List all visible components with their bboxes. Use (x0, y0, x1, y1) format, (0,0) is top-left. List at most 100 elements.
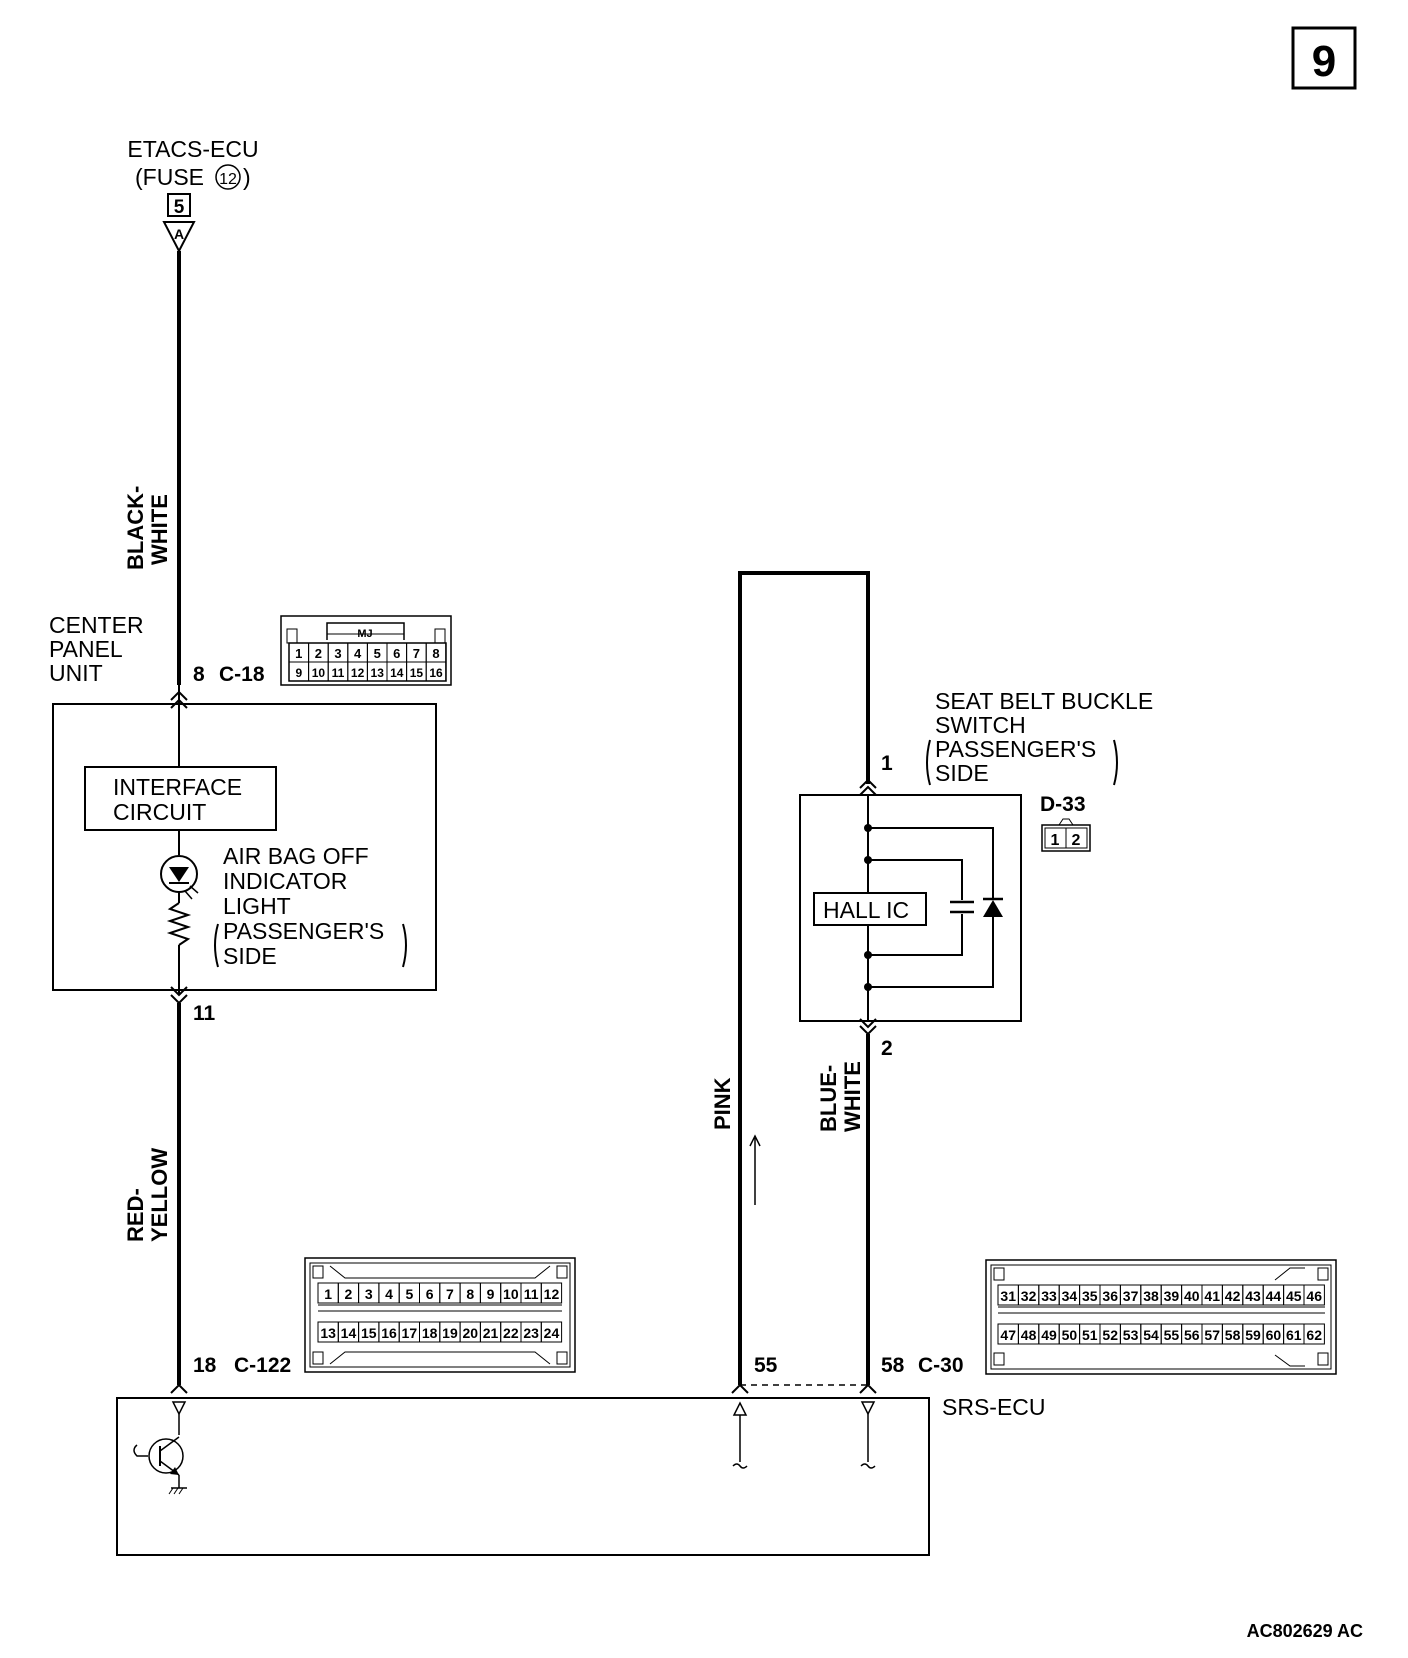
wire-label-red-yellow-2: YELLOW (147, 1148, 172, 1242)
lamp-label-1: AIR BAG OFF (223, 843, 369, 869)
c18-row1-pin-label: 7 (413, 646, 420, 661)
c30-row1-cell (1303, 1284, 1325, 1306)
c18-row2-pin-label: 10 (312, 666, 326, 680)
c122-row1-pin-label: 2 (345, 1286, 353, 1302)
page-number-box (1291, 26, 1357, 90)
c30-row1-pin-label: 41 (1204, 1288, 1220, 1304)
center-panel-label-3: UNIT (49, 660, 103, 686)
c30-row2-pin-label: 47 (1000, 1327, 1016, 1343)
wire-pink (738, 571, 870, 1385)
c30-row2-pin-label: 56 (1184, 1327, 1200, 1343)
wire-label-blue-white-2: WHITE (840, 1061, 865, 1132)
c122-row2-pin-label: 20 (462, 1325, 478, 1341)
c30-row1-pin-label: 36 (1102, 1288, 1118, 1304)
c30-row1-pin-label: 43 (1245, 1288, 1261, 1304)
c30-row2-pin-label: 53 (1123, 1327, 1139, 1343)
c122-row2-pin-label: 16 (381, 1325, 397, 1341)
terminal-d33-1b-icon (859, 785, 877, 796)
c122-row2-pin-label: 15 (361, 1325, 377, 1341)
c30-row2-pin-label: 48 (1021, 1327, 1037, 1343)
resistor-icon (166, 902, 192, 946)
srs-ecu-box (116, 1397, 930, 1556)
c122-row1-pin-label: 9 (487, 1286, 495, 1302)
terminal-c18-11-icon (170, 986, 188, 997)
switch-pin-1: 1 (881, 752, 893, 775)
c30-row2-pin-label: 62 (1306, 1327, 1322, 1343)
c30-row1-pin-label: 42 (1225, 1288, 1241, 1304)
switch-label-bracket-left (926, 739, 931, 786)
c30-row1-pin-label: 33 (1041, 1288, 1057, 1304)
fuse-label: (FUSE (135, 164, 204, 190)
wire-label-blue-white-1: BLUE- (816, 1065, 841, 1132)
srs-pin-58: 58 (881, 1354, 905, 1377)
c30-row1-pin-label: 34 (1062, 1288, 1078, 1304)
power-connector-box (167, 193, 191, 217)
connector-c18-tag: MJ (357, 628, 372, 640)
diode-icon (983, 900, 1003, 917)
srs-internal-58-break-icon (860, 1463, 876, 1469)
c18-row1-pin-label: 4 (354, 646, 362, 661)
c122-row1-pin-label: 10 (503, 1286, 519, 1302)
c30-row2-pin-label: 57 (1204, 1327, 1220, 1343)
switch-connector: D-33 (1040, 793, 1086, 816)
c30-row2-pin-label: 55 (1164, 1327, 1180, 1343)
d33-pin-2: 2 (1072, 832, 1081, 849)
c18-row2-pin-label: 16 (429, 666, 443, 680)
center-panel-connector: C-18 (219, 663, 265, 686)
lamp-label-4: PASSENGER'S (223, 918, 384, 944)
center-panel-box (52, 703, 437, 991)
c122-row1-pin-label: 6 (426, 1286, 434, 1302)
c30-row2-pin-label: 58 (1225, 1327, 1241, 1343)
c30-row2-pin-label: 51 (1082, 1327, 1098, 1343)
c122-row1-cell (540, 1282, 563, 1304)
c18-row1-pin-label: 8 (432, 646, 439, 661)
fuse-number: 12 (219, 171, 237, 188)
srs-connector-c122: C-122 (234, 1354, 291, 1377)
c122-row2-pin-label: 23 (523, 1325, 539, 1341)
c30-row1-pin-label: 37 (1123, 1288, 1139, 1304)
c122-row2-pin-label: 24 (544, 1325, 560, 1341)
switch-label-2: SWITCH (935, 712, 1026, 738)
diode-wire-bottom (868, 917, 994, 988)
c18-row1-pin-label: 2 (315, 646, 322, 661)
power-connector-arrow-icon (162, 221, 196, 254)
center-panel-pin-out: 11 (193, 1002, 216, 1025)
wire-label-black-white-1: BLACK- (123, 486, 148, 570)
c30-row1-pin-label: 38 (1143, 1288, 1159, 1304)
c18-row2-pin-label: 15 (410, 666, 424, 680)
fuse-label-close: ) (243, 164, 251, 190)
c18-row1-pin-label: 5 (374, 646, 381, 661)
terminal-c122-18-icon (170, 1383, 188, 1394)
c122-row1-pin-label: 5 (405, 1286, 413, 1302)
c30-row2-pin-label: 60 (1266, 1327, 1282, 1343)
power-connector-letter: A (174, 226, 184, 242)
hall-ic-label: HALL IC (823, 897, 909, 923)
wire-label-red-yellow-1: RED- (123, 1188, 148, 1242)
connector-d33-face: 1 2 (1041, 818, 1091, 852)
srs-pin-55: 55 (754, 1354, 778, 1377)
c30-row2-pin-label: 59 (1245, 1327, 1261, 1343)
c18-row1-pin-label: 6 (393, 646, 400, 661)
hall-ic-box (813, 892, 927, 926)
c18-row2-pin-label: 13 (371, 666, 385, 680)
interface-circuit-label-1: INTERFACE (113, 774, 242, 800)
srs-in-18-arrow-icon (171, 1401, 187, 1416)
terminal-d33-2-icon (859, 1018, 877, 1029)
c122-row2-pin-label: 22 (503, 1325, 519, 1341)
c18-row2-pin-label: 11 (332, 666, 345, 680)
capacitor-wire-bottom (868, 914, 963, 956)
wire-label-pink: PINK (710, 1077, 735, 1130)
center-panel-label-1: CENTER (49, 612, 144, 638)
c122-row2-pin-label: 17 (402, 1325, 418, 1341)
switch-label-4: SIDE (935, 760, 989, 786)
c122-row2-cell (540, 1321, 563, 1343)
center-panel-label-2: PANEL (49, 636, 123, 662)
c122-row1-pin-label: 11 (524, 1286, 539, 1302)
c122-row1-pin-label: 3 (365, 1286, 373, 1302)
terminal-c30-58-icon (859, 1383, 877, 1394)
terminal-d33-1-icon (859, 778, 877, 789)
c122-row1-pin-label: 7 (446, 1286, 454, 1302)
c30-row2-pin-label: 61 (1286, 1327, 1302, 1343)
